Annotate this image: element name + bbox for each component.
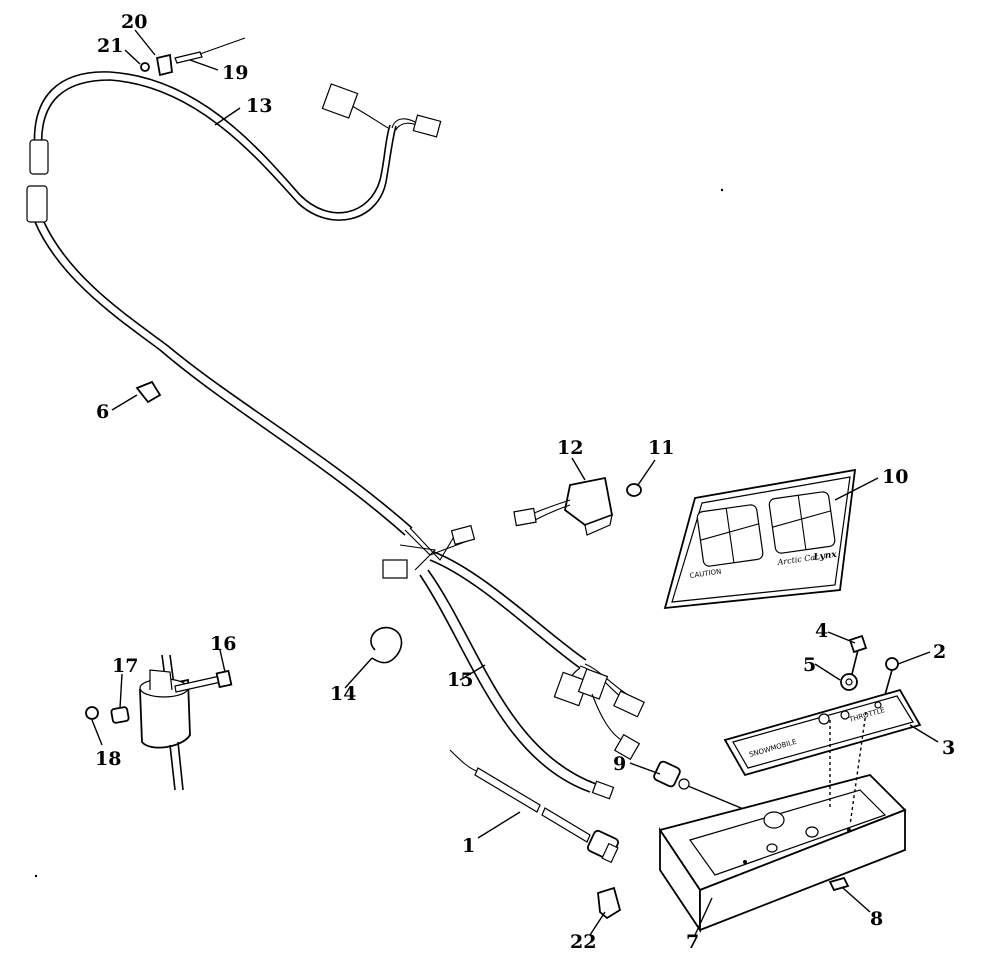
part-10-instrument-decal: Arctic Cat Lynx CAUTION <box>663 468 857 610</box>
speck <box>720 188 724 192</box>
callout-9: 9 <box>613 753 626 775</box>
callout-7: 7 <box>686 931 699 953</box>
callout-8: 8 <box>870 908 883 930</box>
callout-13: 13 <box>246 95 272 117</box>
harness-13-connector-a <box>321 83 359 119</box>
harness-13-plug-upper <box>29 139 49 175</box>
part-2-screw <box>884 657 899 696</box>
harness-15 <box>419 569 615 800</box>
callout-12: 12 <box>557 437 583 459</box>
callout-20: 20 <box>121 11 147 33</box>
callout-6: 6 <box>96 401 109 423</box>
callout-21: 21 <box>97 35 123 57</box>
callout-10: 10 <box>882 466 908 488</box>
harness-long-cable <box>34 221 476 579</box>
part-3-decal-plate: SNOWMOBILE THROTTLE <box>723 688 922 826</box>
branch-connector-d <box>613 733 641 761</box>
harness-13-plug-lower <box>26 185 48 223</box>
callout-16: 16 <box>210 633 236 655</box>
part-20-clip <box>155 53 173 77</box>
callout-18: 18 <box>95 748 121 770</box>
leader-lines <box>91 29 939 936</box>
decal-logo-text: Lynx <box>812 550 838 563</box>
coil-assembly <box>139 654 191 791</box>
callout-14: 14 <box>330 683 356 705</box>
callout-5: 5 <box>803 654 816 676</box>
part-1-throttle-cable <box>449 749 620 864</box>
callout-1: 1 <box>462 835 475 857</box>
callout-19: 19 <box>222 62 248 84</box>
part-16-bolt <box>174 669 233 693</box>
part-7-console-tray <box>658 773 907 933</box>
part-8-clip <box>828 876 850 892</box>
harness-13-connector-b <box>412 114 442 138</box>
part-17-spacer <box>110 706 130 724</box>
part-6-clip <box>135 380 162 404</box>
callout-22: 22 <box>570 931 596 953</box>
callout-17: 17 <box>112 655 138 677</box>
callout-labels: 20 21 19 13 6 12 11 10 4 5 2 3 9 14 15 1… <box>95 11 955 953</box>
part-11-nut <box>626 483 642 497</box>
junction-connector-right <box>450 524 476 546</box>
part-5-washer <box>840 673 858 691</box>
part-9-switch <box>653 760 771 821</box>
speck <box>34 874 38 878</box>
part-14-ring-clip <box>370 626 403 664</box>
part-19-wire <box>174 37 246 64</box>
callout-2: 2 <box>933 641 946 663</box>
part-18-nut <box>85 706 99 720</box>
callout-4: 4 <box>815 620 828 642</box>
callout-11: 11 <box>648 437 674 459</box>
part-22-clip <box>597 886 622 920</box>
callout-3: 3 <box>942 737 955 759</box>
part-12-regulator <box>513 476 614 536</box>
harness-13 <box>26 71 442 223</box>
callout-15: 15 <box>447 669 473 691</box>
branch-connector-b <box>577 668 609 700</box>
part-21-nut <box>140 62 150 72</box>
junction-connector-left <box>382 559 408 579</box>
harness-15-end-plug <box>591 780 615 800</box>
branch-connector-c <box>613 690 645 718</box>
harness-upper-branch <box>429 551 645 761</box>
